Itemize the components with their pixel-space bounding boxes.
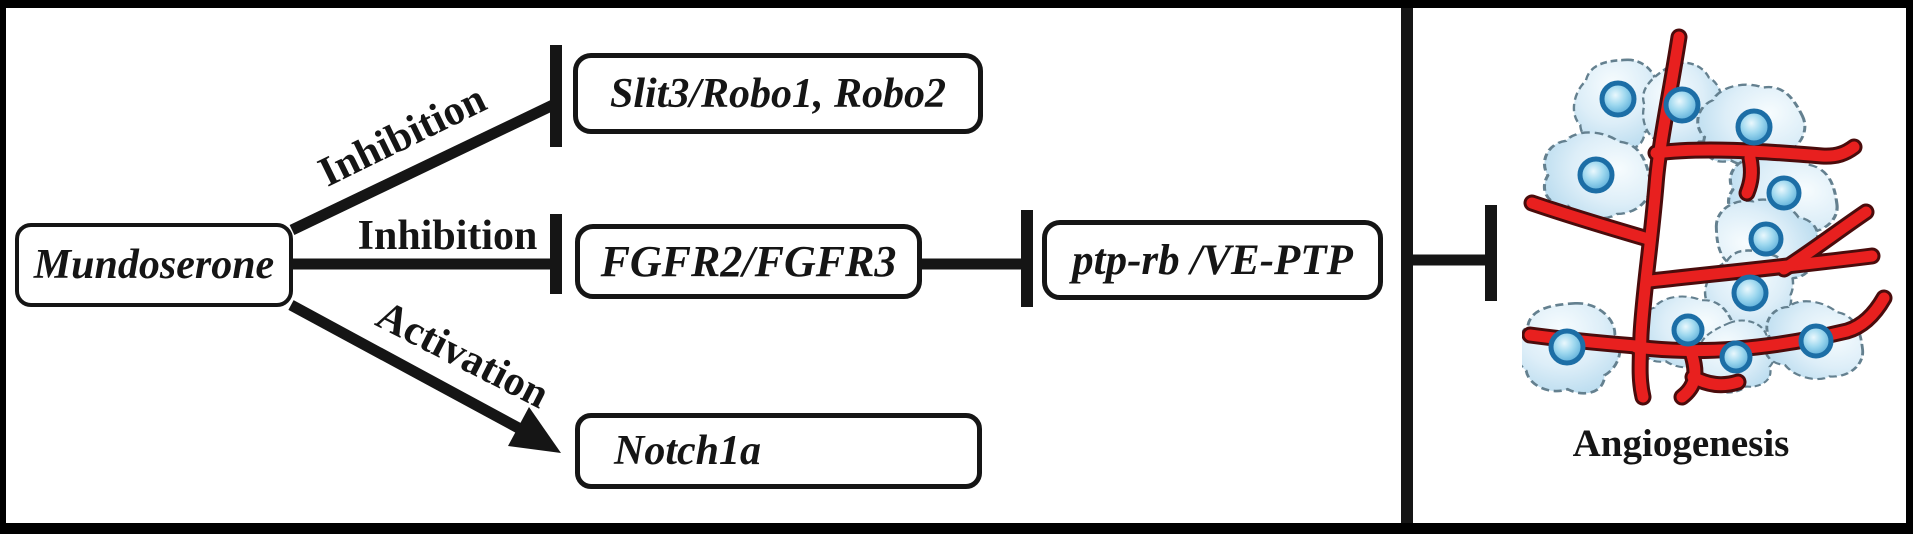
edge-label-inhibition-middle: Inhibition bbox=[357, 213, 538, 259]
outcome-label: Angiogenesis bbox=[1572, 422, 1790, 465]
angiogenesis-illustration bbox=[1522, 25, 1907, 410]
cell-nuclei bbox=[1548, 80, 1834, 374]
cell-nucleus bbox=[1735, 108, 1773, 146]
cell-nucleus bbox=[1548, 328, 1586, 366]
activation-arrowhead bbox=[508, 407, 561, 453]
inhibition-edge-top bbox=[289, 100, 556, 235]
node-ptp-label: ptp-rb /VE-PTP bbox=[1072, 236, 1353, 284]
cell-nucleus bbox=[1671, 313, 1705, 347]
cell-nucleus bbox=[1748, 221, 1784, 257]
node-slit-robo-label: Slit3/Robo1, Robo2 bbox=[609, 70, 947, 117]
cell-nucleus bbox=[1798, 323, 1834, 359]
activation-edge bbox=[288, 300, 527, 436]
cell-nucleus bbox=[1663, 86, 1701, 124]
node-fgfr-label: FGFR2/FGFR3 bbox=[600, 237, 897, 286]
node-mundoserone: Mundoserone bbox=[15, 223, 293, 307]
cell-nucleus bbox=[1766, 175, 1802, 211]
node-notch-label: Notch1a bbox=[614, 428, 761, 474]
cell-nucleus bbox=[1731, 274, 1769, 312]
cell-nucleus bbox=[1599, 80, 1637, 118]
node-slit-robo: Slit3/Robo1, Robo2 bbox=[573, 53, 983, 134]
node-mundoserone-label: Mundoserone bbox=[33, 242, 275, 288]
cell-nucleus bbox=[1719, 340, 1753, 374]
node-fgfr: FGFR2/FGFR3 bbox=[575, 224, 922, 299]
node-ptp: ptp-rb /VE-PTP bbox=[1042, 220, 1383, 300]
node-notch: Notch1a bbox=[575, 413, 982, 489]
cell-nucleus bbox=[1577, 156, 1615, 194]
